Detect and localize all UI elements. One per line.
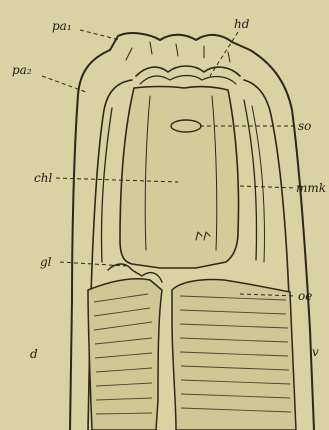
label-d: d bbox=[30, 347, 38, 361]
label-mmk: mmk bbox=[296, 181, 326, 195]
label-v: v bbox=[312, 345, 319, 359]
oesophagus-right bbox=[172, 279, 296, 430]
label-hd: hd bbox=[234, 17, 250, 31]
label-gl: gl bbox=[40, 255, 52, 269]
label-oe: oe bbox=[298, 289, 312, 303]
label-chl: chl bbox=[34, 171, 52, 185]
label-pa2: pa₂ bbox=[12, 63, 32, 77]
buccal-cavity bbox=[120, 87, 239, 269]
label-so: so bbox=[298, 119, 311, 133]
label-pa1: pa₁ bbox=[52, 19, 72, 33]
